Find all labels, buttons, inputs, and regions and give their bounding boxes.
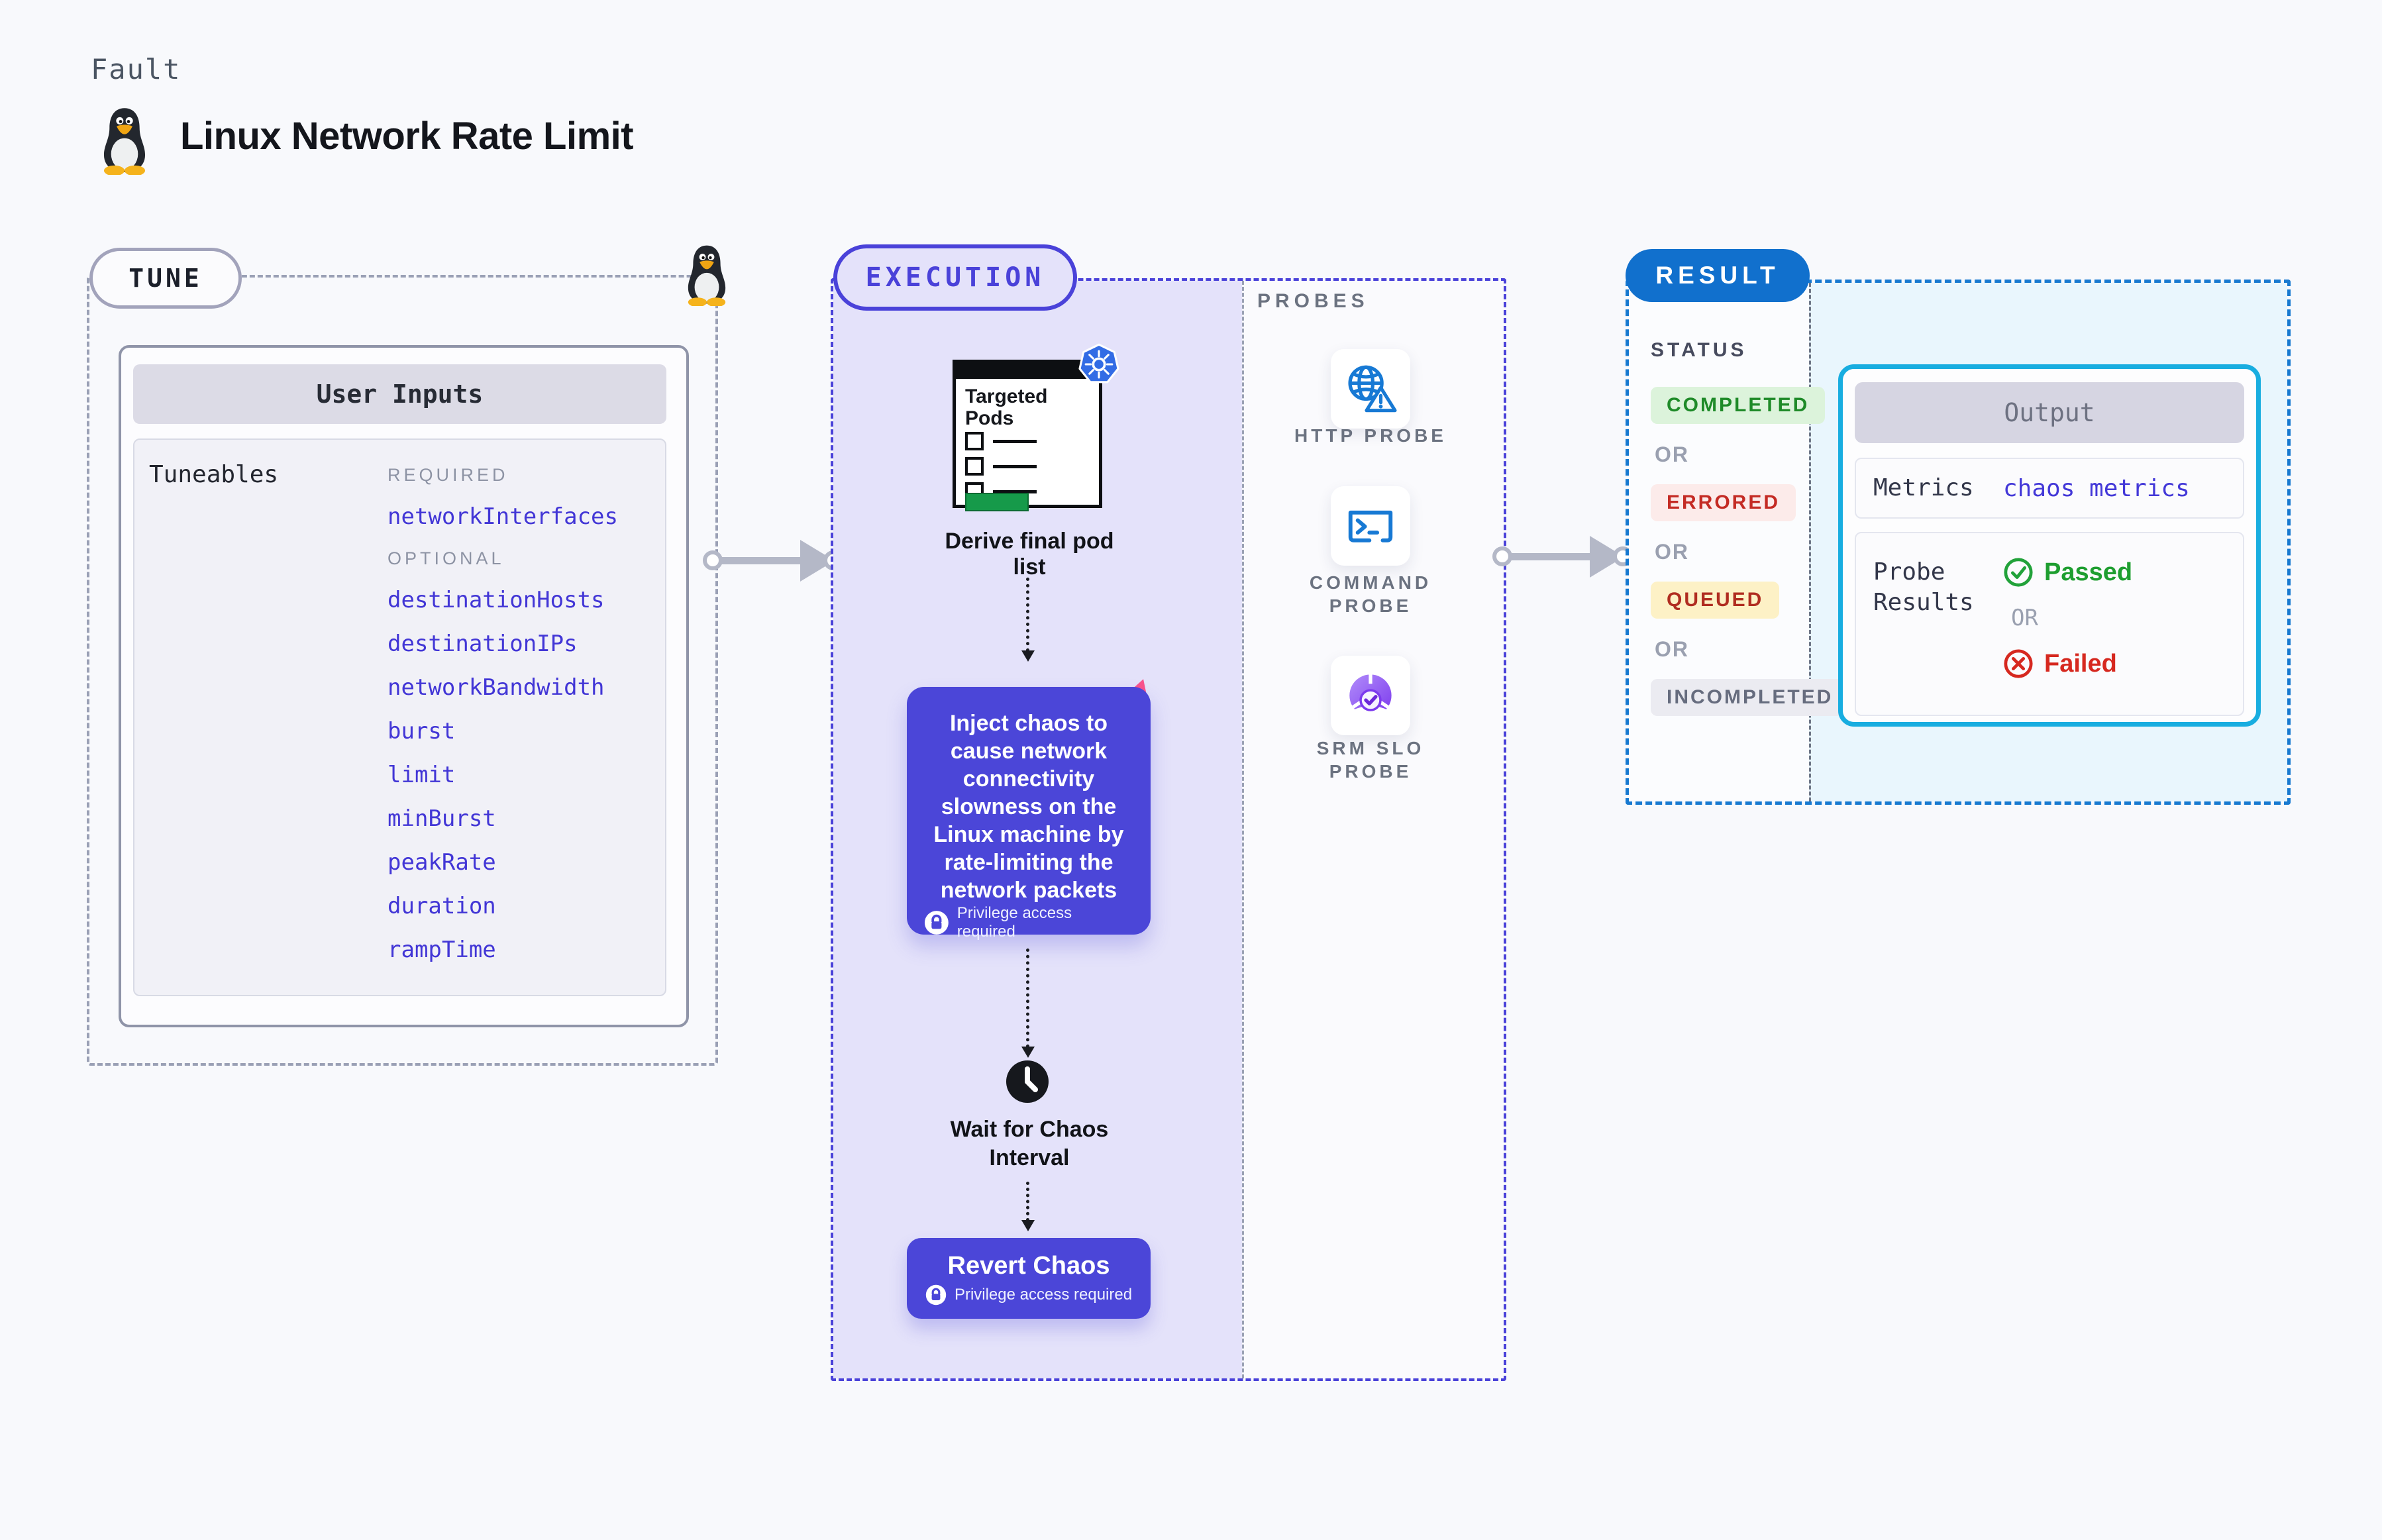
output-card: Output Metrics chaos metrics Probe Resul…: [1838, 364, 2261, 727]
tuneable-link[interactable]: limit: [388, 762, 456, 788]
probe-results-values: Passed OR Failed: [2003, 557, 2132, 679]
result-divider: [1809, 283, 1811, 801]
output-header: Output: [1855, 382, 2244, 443]
slo-gauge-icon: [1349, 673, 1392, 720]
tuneable-link[interactable]: destinationIPs: [388, 631, 578, 657]
or-label: OR: [1655, 637, 1689, 661]
privilege-label: Privilege access required: [954, 1285, 1133, 1304]
selected-pods-highlight: [965, 493, 1029, 511]
tuneables-list: REQUIRED networkInterfaces OPTIONAL dest…: [388, 464, 618, 963]
flow-arrow-down: [1021, 1182, 1035, 1231]
tuneable-link[interactable]: duration: [388, 893, 496, 919]
lock-icon: [924, 911, 949, 935]
passed-label: Passed: [2044, 558, 2133, 586]
inject-chaos-description: Inject chaos to cause network connectivi…: [933, 711, 1124, 903]
terminal-icon: [1348, 510, 1393, 542]
or-label: OR: [1655, 442, 1689, 466]
srm-slo-probe-card: [1331, 656, 1410, 735]
http-probe-label: HTTP PROBE: [1294, 425, 1447, 446]
failed-row: Failed: [2003, 648, 2132, 679]
flow-arrow-down: [1021, 578, 1035, 662]
tuneable-link[interactable]: minBurst: [388, 805, 496, 832]
list-line: [993, 464, 1037, 468]
list-line: [993, 439, 1037, 443]
tuneable-link[interactable]: networkInterfaces: [388, 503, 618, 530]
page-title: Linux Network Rate Limit: [180, 115, 634, 158]
metrics-value-link[interactable]: chaos metrics: [2003, 474, 2190, 502]
targeted-pods-card: Targeted Pods: [953, 360, 1102, 511]
status-badge-incompleted: INCOMPLETED: [1651, 679, 1849, 716]
execution-to-result-arrow: [1492, 536, 1633, 578]
tuneable-link[interactable]: rampTime: [388, 937, 496, 963]
tuneable-link[interactable]: burst: [388, 718, 456, 744]
pod-list-rows: [965, 432, 1037, 501]
probe-results-row: Probe Results Passed OR Faile: [1855, 532, 2244, 716]
fault-kicker: Fault: [91, 53, 181, 85]
clock-icon: [1006, 1060, 1049, 1103]
pods-card-titlebar: [956, 363, 1099, 379]
checkbox-icon: [965, 432, 984, 450]
revert-chaos-title: Revert Chaos: [947, 1251, 1110, 1280]
linux-penguin-icon: [103, 108, 146, 175]
tune-pill: TUNE: [89, 248, 242, 309]
execution-pill: EXECUTION: [833, 244, 1077, 311]
privilege-note: Privilege access required: [925, 1284, 1132, 1306]
globe-warning-icon: [1348, 365, 1397, 413]
status-column: STATUS COMPLETED OR ERRORED OR QUEUED OR…: [1651, 339, 1849, 716]
tune-panel: [87, 275, 718, 1066]
required-heading: REQUIRED: [388, 465, 509, 485]
probe-results-label: Probe Results: [1873, 558, 1974, 616]
command-probe-label: COMMAND PROBE: [1309, 572, 1432, 616]
lock-icon: [925, 1284, 947, 1305]
derive-pod-list-label: Derive final pod list: [945, 529, 1114, 580]
metrics-row: Metrics chaos metrics: [1855, 458, 2244, 519]
x-circle-icon: [2004, 649, 2033, 678]
or-label: OR: [1655, 540, 1689, 564]
result-pill: RESULT: [1626, 249, 1810, 302]
privilege-label: Privilege access required: [957, 904, 1072, 941]
user-inputs-card: User Inputs Tuneables REQUIRED networkIn…: [119, 345, 689, 1027]
status-heading: STATUS: [1651, 339, 1747, 361]
tune-to-execution-arrow: [703, 540, 843, 582]
status-badge-queued: QUEUED: [1651, 582, 1780, 619]
flow-arrow-down: [1021, 949, 1035, 1058]
linux-penguin-icon: [688, 245, 726, 306]
command-probe-card: [1331, 486, 1410, 566]
probes-divider: [1242, 281, 1244, 1378]
status-badge-errored: ERRORED: [1651, 484, 1796, 521]
checkbox-icon: [965, 457, 984, 476]
tuneables-panel: Tuneables REQUIRED networkInterfaces OPT…: [133, 438, 666, 996]
probes-heading: PROBES: [1257, 290, 1369, 312]
tuneable-link[interactable]: destinationHosts: [388, 587, 605, 613]
or-label: OR: [2011, 605, 2038, 631]
http-probe-card: [1331, 349, 1410, 429]
probes-area: [1242, 281, 1504, 1378]
tuneable-link[interactable]: peakRate: [388, 849, 496, 876]
check-circle-icon: [2004, 558, 2033, 587]
metrics-label: Metrics: [1873, 474, 1974, 501]
privilege-note: Privilege access required: [924, 904, 1133, 941]
status-badge-completed: COMPLETED: [1651, 387, 1826, 424]
user-inputs-header: User Inputs: [133, 364, 666, 424]
optional-heading: OPTIONAL: [388, 548, 505, 568]
kubernetes-icon: [1078, 343, 1119, 384]
passed-row: Passed: [2003, 557, 2132, 588]
wait-for-chaos-label: Wait for Chaos Interval: [950, 1117, 1109, 1170]
revert-chaos-step: Revert Chaos Privilege access required: [907, 1238, 1151, 1319]
tuneable-link[interactable]: networkBandwidth: [388, 674, 605, 701]
tuneables-label: Tuneables: [149, 461, 279, 488]
targeted-pods-title: Targeted Pods: [965, 385, 1048, 429]
srm-slo-probe-label: SRM SLO PROBE: [1316, 738, 1425, 782]
inject-chaos-step: Inject chaos to cause network connectivi…: [907, 687, 1151, 941]
list-line: [993, 489, 1037, 493]
failed-label: Failed: [2044, 649, 2117, 678]
